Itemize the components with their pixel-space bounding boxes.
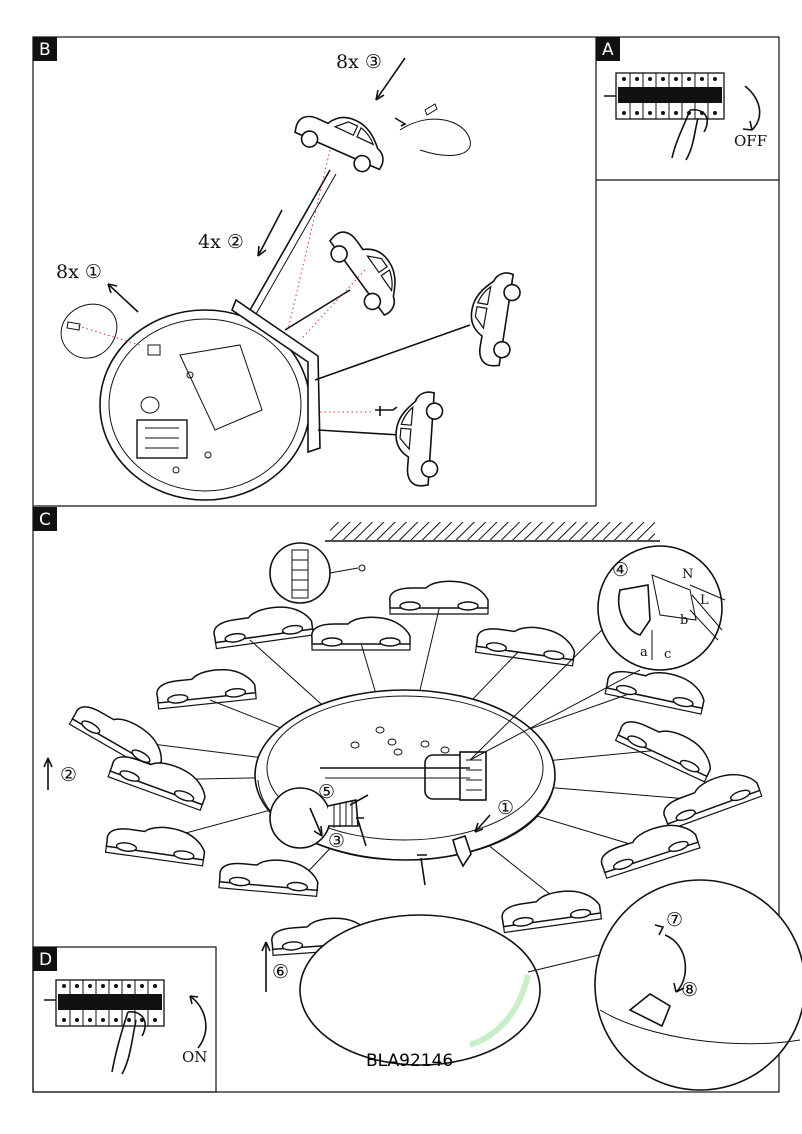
off-label: OFF (734, 132, 767, 150)
wire-n-label: N (682, 567, 693, 582)
step8-label: ⑧ (681, 979, 698, 1001)
section-c-tag: C (33, 507, 57, 531)
step2-label: 4x ② (198, 231, 244, 253)
wire-b-label: b (680, 613, 688, 628)
panel-d-breaker-on: ON (44, 979, 207, 1075)
product-code: BLA92146 (366, 1051, 453, 1071)
step7-label: ⑦ (666, 909, 683, 931)
panel-c-assembly: ② ③ ④ ⑤ ⑥ ⑦ ⑧ ① N L b a c (43, 522, 802, 1091)
bulb (269, 787, 359, 849)
cover-disc (299, 914, 541, 1066)
step3c-label: ③ (328, 830, 345, 852)
step4-label: ④ (612, 559, 629, 581)
wire-l-label: L (700, 593, 709, 608)
clip-detail (594, 879, 802, 1091)
wire-a-label: a (640, 645, 648, 660)
step6-label: ⑥ (272, 961, 289, 983)
step1c-label: ① (497, 797, 514, 819)
on-label: ON (182, 1048, 207, 1066)
step2c-label: ② (60, 764, 77, 786)
step3-label: 8x ③ (336, 51, 382, 73)
section-d-tag: D (33, 947, 57, 971)
step1-label: 8x ① (56, 261, 102, 283)
lamp-holder (136, 419, 188, 459)
svg-text:D: D (39, 950, 52, 970)
panel-b-car-mounting: 8x ③ 4x ② 8x ① (56, 51, 524, 501)
svg-text:C: C (39, 510, 51, 530)
wiring-detail (597, 545, 723, 671)
step5-label: ⑤ (318, 781, 335, 803)
section-b-tag: B (33, 37, 57, 61)
lamp-socket (424, 751, 487, 801)
ceiling-hatch (330, 522, 655, 540)
wire-c-label: c (664, 647, 671, 662)
panel-a-breaker-off: OFF (604, 72, 767, 161)
page-frame (32, 36, 780, 1093)
panel-d-frame (32, 946, 217, 1093)
svg-text:B: B (39, 40, 51, 60)
section-a-tag: A (596, 37, 620, 61)
mounting-bracket (231, 298, 321, 454)
dowel-detail (269, 542, 331, 604)
svg-text:A: A (602, 40, 614, 60)
